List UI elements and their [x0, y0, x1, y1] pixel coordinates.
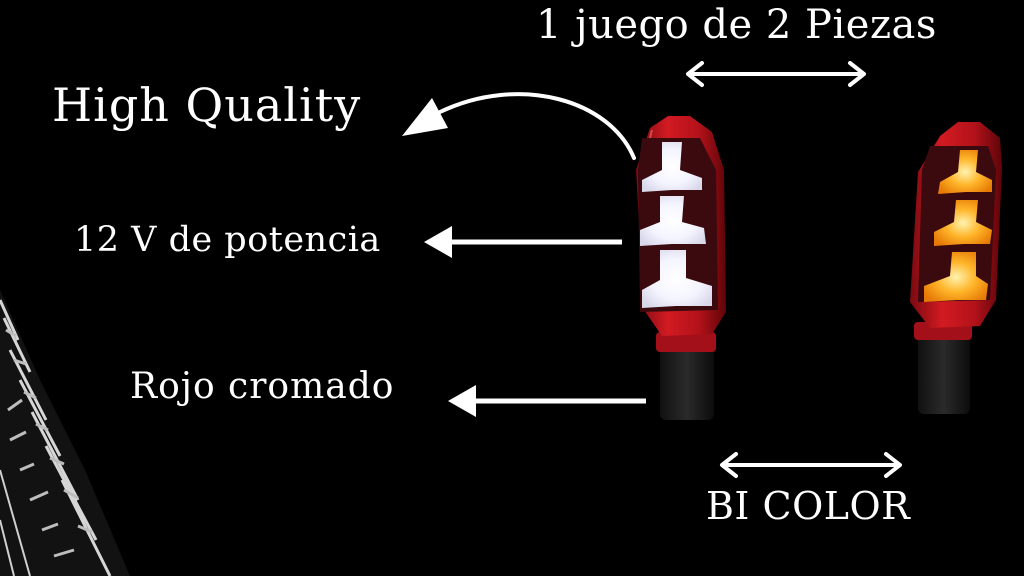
curved-arrow-icon [402, 92, 636, 160]
double-arrow-icon [720, 452, 902, 478]
finish-label: Rojo cromado [130, 366, 395, 407]
left-arrow-icon [448, 385, 646, 417]
turn-signal-amber-icon [910, 122, 1002, 414]
bicolor-label: BI COLOR [706, 484, 911, 528]
tire-tread-icon [0, 290, 130, 576]
turn-signal-white-icon [636, 116, 726, 420]
quality-label: High Quality [52, 78, 362, 132]
set-label: 1 juego de 2 Piezas [536, 2, 937, 48]
double-arrow-icon [686, 61, 866, 87]
left-arrow-icon [424, 226, 622, 258]
voltage-label: 12 V de potencia [74, 220, 381, 260]
